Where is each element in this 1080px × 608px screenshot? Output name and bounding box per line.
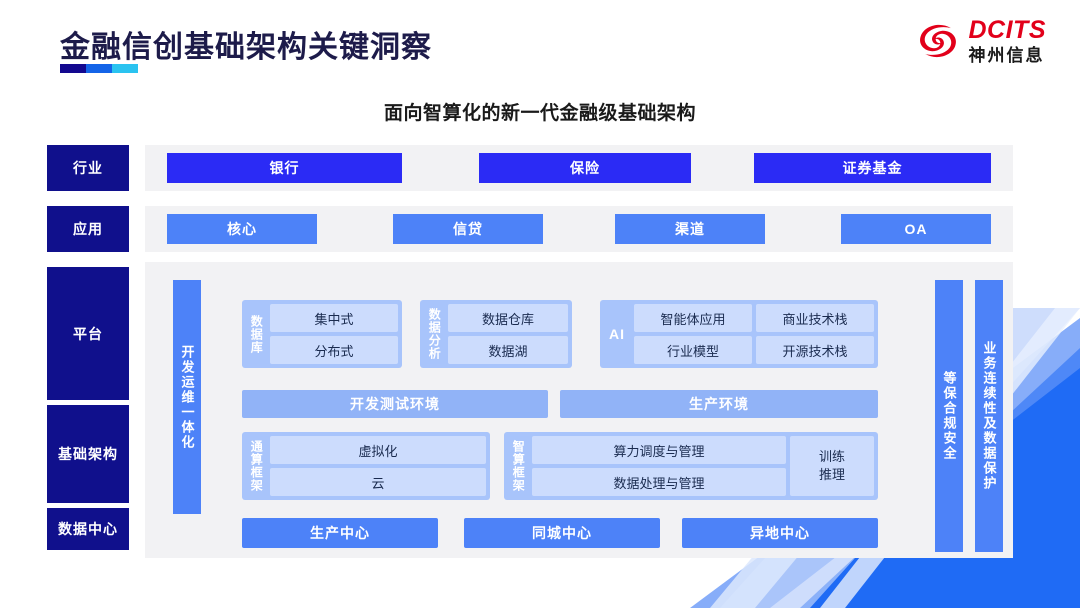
cell-cloud[interactable]: 云 — [270, 468, 486, 496]
industry-chip-bank[interactable]: 银行 — [167, 153, 402, 183]
sidebar-item-industry[interactable]: 行业 — [47, 145, 129, 191]
industry-chip-group: 银行 保险 证券基金 — [167, 153, 991, 183]
application-row-panel: 核心 信贷 渠道 OA — [145, 206, 1013, 252]
cell-opensource-tech-stack[interactable]: 开源技术栈 — [756, 336, 874, 364]
underline-segment-2 — [86, 64, 112, 73]
cell-industry-model[interactable]: 行业模型 — [634, 336, 752, 364]
environment-row: 开发测试环境 生产环境 — [242, 390, 878, 418]
group-data-analysis-items: 数据仓库 数据湖 — [448, 304, 568, 364]
dc-chip-same-city-center[interactable]: 同城中心 — [464, 518, 660, 548]
group-ai-label: AI — [609, 325, 625, 342]
cell-data-processing[interactable]: 数据处理与管理 — [532, 468, 786, 496]
sidebar-item-data-center[interactable]: 数据中心 — [47, 508, 129, 550]
sidebar-item-platform[interactable]: 平台 — [47, 267, 129, 400]
env-chip-production[interactable]: 生产环境 — [560, 390, 878, 418]
cell-data-lake[interactable]: 数据湖 — [448, 336, 568, 364]
cell-centralized[interactable]: 集中式 — [270, 304, 398, 332]
group-intelligent-compute-framework: 智算框架 算力调度与管理 数据处理与管理 训练 推理 — [504, 432, 878, 500]
underline-segment-1 — [60, 64, 86, 73]
industry-chip-insurance[interactable]: 保险 — [478, 153, 692, 183]
subtitle: 面向智算化的新一代金融级基础架构 — [383, 103, 696, 124]
platform-inner-area: 数据库 集中式 分布式 数据分析 数据仓库 数据湖 AI 智能体应用 — [242, 280, 914, 552]
group-intelligent-compute-items: 算力调度与管理 数据处理与管理 训练 推理 — [532, 436, 874, 496]
sidebar-item-application[interactable]: 应用 — [47, 206, 129, 252]
sidebar: 行业 应用 平台 基础架构 数据中心 — [47, 145, 129, 550]
cell-distributed[interactable]: 分布式 — [270, 336, 398, 364]
data-center-row: 生产中心 同城中心 异地中心 — [242, 518, 878, 548]
industry-row-panel: 银行 保险 证券基金 — [145, 145, 1013, 191]
cell-compute-scheduling[interactable]: 算力调度与管理 — [532, 436, 786, 464]
group-general-compute-framework: 通算框架 虚拟化 云 — [242, 432, 490, 500]
group-database-label: 数据库 — [249, 314, 264, 354]
group-ai-items: 智能体应用 商业技术栈 行业模型 开源技术栈 — [634, 304, 874, 364]
application-chip-credit[interactable]: 信贷 — [393, 214, 543, 244]
logo-text-en: DCITS — [968, 16, 1046, 44]
header: 金融信创基础架构关键洞察 DCITS 神州信息 — [0, 0, 1080, 92]
group-general-compute-items: 虚拟化 云 — [270, 436, 486, 496]
platform-main-panel: 开发运维一体化 数据库 集中式 分布式 数据分析 数据仓库 数据湖 A — [145, 262, 1013, 558]
application-chip-group: 核心 信贷 渠道 OA — [167, 214, 991, 244]
devops-vertical-bar[interactable]: 开发运维一体化 — [173, 280, 201, 514]
sidebar-item-infrastructure[interactable]: 基础架构 — [47, 405, 129, 503]
env-chip-dev-test[interactable]: 开发测试环境 — [242, 390, 548, 418]
brand-logo: DCITS 神州信息 — [915, 18, 1047, 64]
logo-text-cn: 神州信息 — [968, 46, 1045, 65]
group-data-analysis-label: 数据分析 — [427, 308, 442, 360]
group-ai: AI 智能体应用 商业技术栈 行业模型 开源技术栈 — [600, 300, 878, 368]
title-underline — [60, 64, 138, 73]
vertical-bar-business-continuity[interactable]: 业务连续性及数据保护 — [975, 280, 1003, 552]
cell-data-warehouse[interactable]: 数据仓库 — [448, 304, 568, 332]
inference-label: 推理 — [818, 467, 845, 482]
group-intelligent-compute-label: 智算框架 — [511, 440, 526, 492]
cell-commercial-tech-stack[interactable]: 商业技术栈 — [756, 304, 874, 332]
training-label: 训练 — [818, 449, 845, 465]
industry-chip-securities-fund[interactable]: 证券基金 — [754, 153, 991, 183]
application-chip-core[interactable]: 核心 — [167, 214, 317, 244]
application-chip-channel[interactable]: 渠道 — [615, 214, 765, 244]
dc-chip-remote-center[interactable]: 异地中心 — [682, 518, 878, 548]
group-general-compute-label: 通算框架 — [249, 440, 264, 492]
underline-segment-3 — [112, 64, 138, 73]
cell-virtualization[interactable]: 虚拟化 — [270, 436, 486, 464]
page-title: 金融信创基础架构关键洞察 — [60, 31, 432, 64]
group-data-analysis: 数据分析 数据仓库 数据湖 — [420, 300, 572, 368]
vertical-bar-compliance-security[interactable]: 等保合规安全 — [935, 280, 963, 552]
dc-chip-production-center[interactable]: 生产中心 — [242, 518, 438, 548]
group-database-items: 集中式 分布式 — [270, 304, 398, 364]
dcits-swirl-logo-icon — [919, 24, 956, 58]
group-database: 数据库 集中式 分布式 — [242, 300, 402, 368]
intelligent-compute-left-column: 算力调度与管理 数据处理与管理 — [532, 436, 786, 496]
cell-training-inference[interactable]: 训练 推理 — [790, 436, 874, 496]
application-chip-oa[interactable]: OA — [841, 214, 991, 244]
cell-agent-application[interactable]: 智能体应用 — [634, 304, 752, 332]
